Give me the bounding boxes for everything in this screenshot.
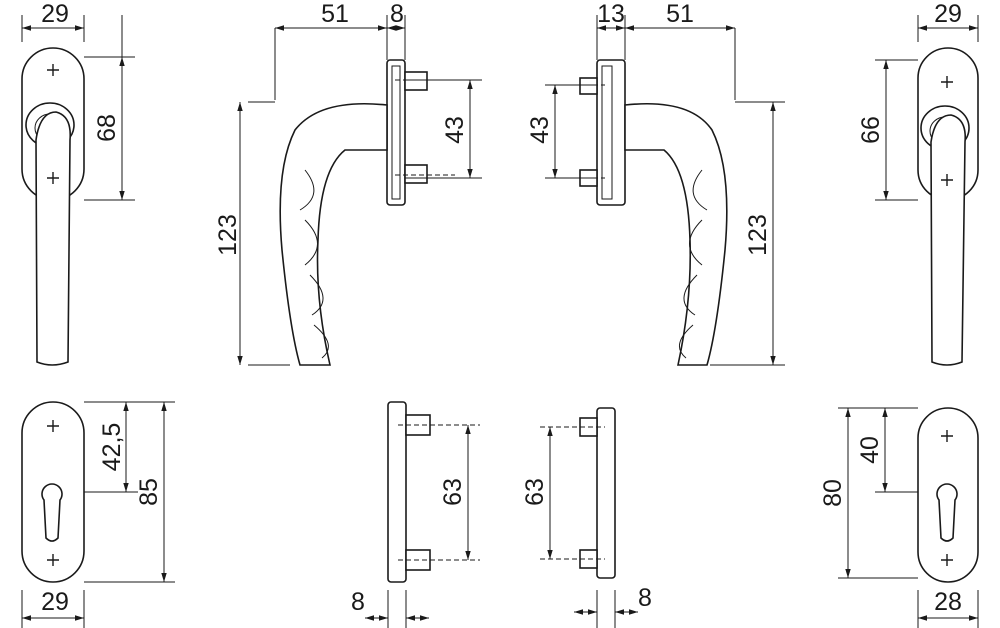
dim-bottom-mid-right-plate: 8: [638, 584, 652, 612]
dim-bottom-mid-left-pins: 63: [439, 478, 467, 506]
dim-side-left-pins: 43: [441, 116, 469, 144]
dim-top-left-width: 29: [41, 0, 69, 28]
dim-bottom-mid-left-plate: 8: [351, 588, 365, 616]
handle-front-view-left: 29 68: [21, 0, 135, 366]
dim-side-right-projection: 51: [666, 0, 694, 28]
dim-bottom-right-half: 40: [856, 436, 884, 464]
handle-side-view-left: 51 8 43 123: [214, 0, 482, 366]
dim-side-left-projection: 51: [321, 0, 349, 28]
dim-bottom-left-height: 85: [135, 478, 163, 506]
dim-side-left-height: 123: [214, 214, 242, 256]
dim-side-right-plate: 13: [597, 0, 625, 28]
rosette-side-left: 63 8: [351, 401, 480, 628]
rosette-side-right: 63 8: [521, 407, 652, 628]
dim-bottom-mid-right-pins: 63: [521, 478, 549, 506]
dim-top-right-height: 66: [857, 116, 885, 144]
dim-side-left-plate: 8: [390, 0, 404, 28]
dim-side-right-height: 123: [744, 214, 772, 256]
dim-bottom-right-width: 28: [934, 588, 962, 616]
dim-side-right-pins: 43: [526, 116, 554, 144]
dim-bottom-right-height: 80: [819, 479, 847, 507]
rosette-front-left: 42,5 85 29: [21, 401, 175, 628]
dim-top-left-height: 68: [93, 114, 121, 142]
dim-bottom-left-half: 42,5: [98, 423, 126, 472]
rosette-front-right: 40 80 28: [819, 407, 979, 628]
handle-side-view-right: 13 51 43 123: [526, 0, 785, 366]
dim-bottom-left-width: 29: [41, 588, 69, 616]
dim-top-right-width: 29: [934, 0, 962, 28]
handle-front-view-right: 29 66: [857, 0, 979, 366]
